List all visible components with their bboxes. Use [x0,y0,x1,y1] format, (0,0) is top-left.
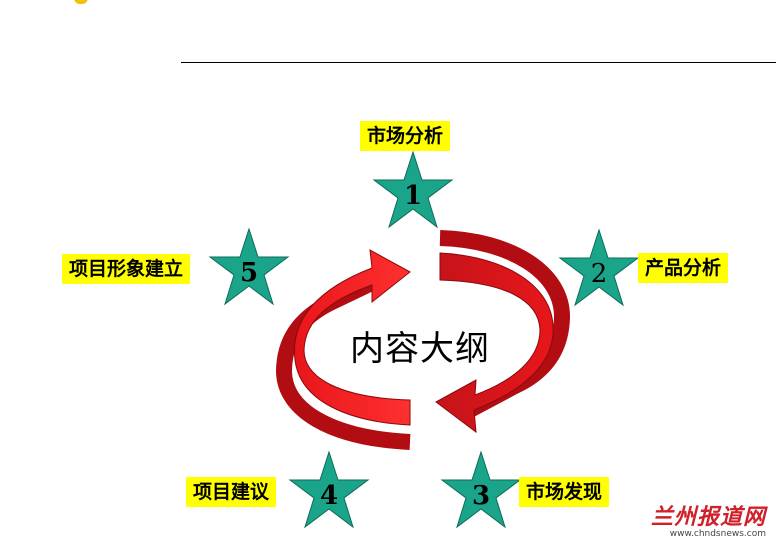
label-step-1: 市场分析 [360,121,451,151]
step-number-2: 2 [591,259,608,289]
label-step-2: 产品分析 [638,253,729,283]
center-title: 内容大纲 [350,329,490,369]
step-number-5: 5 [240,258,258,288]
corner-decoration [74,0,88,4]
star-step-3: 3 [440,450,522,529]
cycle-arrow-left [275,249,411,450]
label-step-4: 项目建议 [186,477,277,507]
step-number-3: 3 [472,481,490,511]
star-step-4: 4 [288,450,370,529]
star-step-1: 1 [372,150,454,229]
label-step-5: 项目形象建立 [62,254,191,284]
cycle-arrow-right [435,230,571,434]
star-icon [208,227,290,306]
star-icon [440,450,522,529]
header-rule [181,62,776,63]
star-icon [288,450,370,529]
star-icon [372,150,454,229]
watermark-name: 兰州报道网 [650,504,766,530]
label-step-3: 市场发现 [519,477,610,507]
star-step-2: 2 [558,228,640,307]
watermark-url: www.chndsnews.com [669,529,766,539]
star-step-5: 5 [208,227,290,306]
star-icon [558,228,640,307]
watermark: 兰州报道网 www.chndsnews.com [651,499,766,539]
step-number-4: 4 [320,481,338,511]
step-number-1: 1 [404,181,422,211]
